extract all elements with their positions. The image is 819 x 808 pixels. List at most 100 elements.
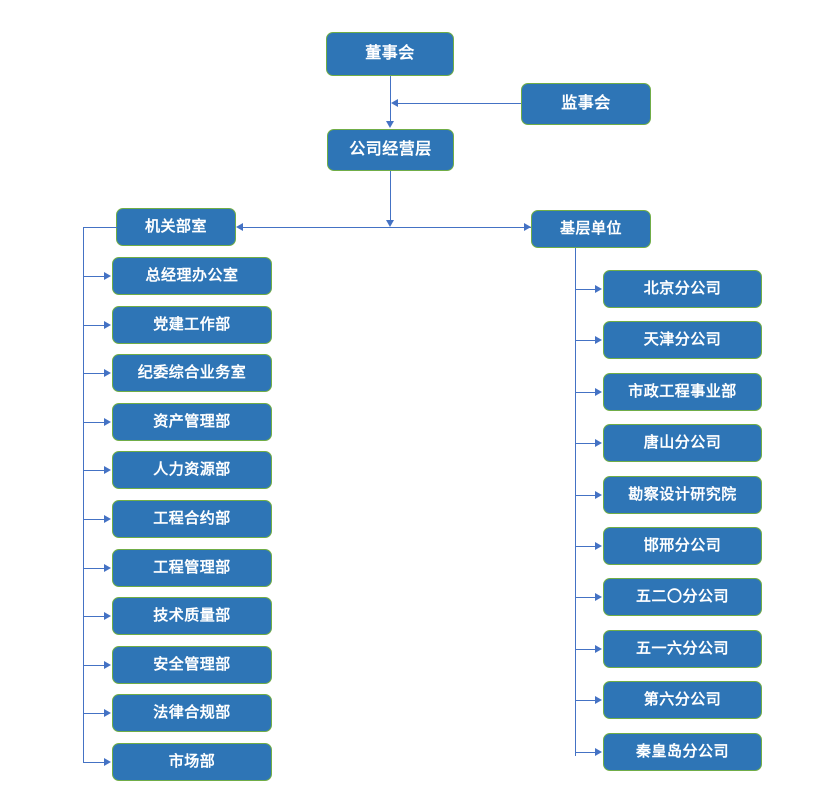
node-management[interactable]: 公司经营层 bbox=[327, 129, 454, 171]
left-item-connector bbox=[83, 713, 105, 714]
right-item-label: 勘察设计研究院 bbox=[628, 486, 737, 503]
left-item-connector bbox=[83, 616, 105, 617]
right-item-connector bbox=[575, 495, 596, 496]
left-item-label: 安全管理部 bbox=[153, 656, 231, 673]
left-item-10[interactable]: 市场部 bbox=[112, 743, 272, 781]
right-item-label: 秦皇岛分公司 bbox=[635, 743, 729, 760]
left-item-arrow bbox=[104, 272, 111, 280]
right-item-connector bbox=[575, 752, 596, 753]
right-item-connector bbox=[575, 597, 596, 598]
left-item-6[interactable]: 工程管理部 bbox=[112, 549, 272, 587]
left-item-arrow bbox=[104, 758, 111, 766]
left-item-label: 人力资源部 bbox=[153, 461, 231, 478]
left-item-connector bbox=[83, 422, 105, 423]
left-item-connector bbox=[83, 762, 105, 763]
right-item-arrow bbox=[595, 336, 602, 344]
right-item-label: 五一六分公司 bbox=[635, 640, 729, 657]
right-item-arrow bbox=[595, 388, 602, 396]
left-item-4[interactable]: 人力资源部 bbox=[112, 451, 272, 489]
left-item-connector bbox=[83, 519, 105, 520]
right-item-arrow bbox=[595, 439, 602, 447]
right-item-arrow bbox=[595, 696, 602, 704]
node-grassroots-header[interactable]: 基层单位 bbox=[531, 210, 651, 248]
right-item-arrow bbox=[595, 748, 602, 756]
node-board-label: 董事会 bbox=[365, 45, 415, 62]
node-supervisors[interactable]: 监事会 bbox=[521, 83, 651, 125]
node-grassroots-header-label: 基层单位 bbox=[559, 220, 622, 237]
right-item-label: 唐山分公司 bbox=[643, 434, 722, 451]
connector-left-spine bbox=[83, 227, 84, 762]
connector-board-to-management bbox=[390, 76, 391, 122]
right-item-connector bbox=[575, 443, 596, 444]
left-item-3[interactable]: 资产管理部 bbox=[112, 403, 272, 441]
left-item-2[interactable]: 纪委综合业务室 bbox=[112, 354, 272, 392]
left-item-label: 工程合约部 bbox=[153, 510, 231, 527]
right-item-label: 北京分公司 bbox=[643, 280, 722, 297]
right-item-label: 市政工程事业部 bbox=[628, 383, 737, 400]
connector-supervisors-to-board bbox=[398, 103, 521, 104]
left-item-label: 党建工作部 bbox=[153, 316, 231, 333]
arrow-supervisors-to-board bbox=[391, 99, 398, 107]
right-item-2[interactable]: 市政工程事业部 bbox=[603, 373, 762, 411]
right-item-9[interactable]: 秦皇岛分公司 bbox=[603, 733, 762, 771]
right-item-7[interactable]: 五一六分公司 bbox=[603, 630, 762, 668]
right-item-connector bbox=[575, 546, 596, 547]
left-item-arrow bbox=[104, 661, 111, 669]
left-item-9[interactable]: 法律合规部 bbox=[112, 694, 272, 732]
left-item-5[interactable]: 工程合约部 bbox=[112, 500, 272, 538]
right-item-8[interactable]: 第六分公司 bbox=[603, 681, 762, 719]
connector-departments-stub bbox=[83, 227, 117, 228]
left-item-connector bbox=[83, 665, 105, 666]
arrow-to-grassroots bbox=[524, 223, 531, 231]
right-item-3[interactable]: 唐山分公司 bbox=[603, 424, 762, 462]
left-item-label: 法律合规部 bbox=[153, 704, 231, 721]
left-item-arrow bbox=[104, 564, 111, 572]
left-item-arrow bbox=[104, 321, 111, 329]
node-management-label: 公司经营层 bbox=[349, 141, 432, 158]
right-item-label: 邯邢分公司 bbox=[643, 537, 722, 554]
left-item-connector bbox=[83, 325, 105, 326]
right-item-arrow bbox=[595, 542, 602, 550]
right-item-arrow bbox=[595, 645, 602, 653]
left-item-connector bbox=[83, 470, 105, 471]
arrow-board-to-management bbox=[386, 121, 394, 128]
left-item-arrow bbox=[104, 515, 111, 523]
left-item-1[interactable]: 党建工作部 bbox=[112, 306, 272, 344]
right-item-connector bbox=[575, 340, 596, 341]
right-item-arrow bbox=[595, 491, 602, 499]
right-item-4[interactable]: 勘察设计研究院 bbox=[603, 476, 762, 514]
right-item-connector bbox=[575, 649, 596, 650]
node-supervisors-label: 监事会 bbox=[561, 95, 611, 112]
left-item-label: 技术质量部 bbox=[153, 607, 231, 624]
right-item-6[interactable]: 五二〇分公司 bbox=[603, 578, 762, 616]
left-item-arrow bbox=[104, 418, 111, 426]
left-item-0[interactable]: 总经理办公室 bbox=[112, 257, 272, 295]
node-departments-header-label: 机关部室 bbox=[144, 218, 207, 235]
left-item-8[interactable]: 安全管理部 bbox=[112, 646, 272, 684]
node-departments-header[interactable]: 机关部室 bbox=[116, 208, 236, 246]
right-item-label: 第六分公司 bbox=[643, 691, 722, 708]
left-item-arrow bbox=[104, 612, 111, 620]
left-item-label: 纪委综合业务室 bbox=[137, 364, 247, 381]
right-item-connector bbox=[575, 700, 596, 701]
left-item-label: 工程管理部 bbox=[153, 559, 231, 576]
right-item-0[interactable]: 北京分公司 bbox=[603, 270, 762, 308]
left-item-connector bbox=[83, 373, 105, 374]
left-item-arrow bbox=[104, 709, 111, 717]
right-item-connector bbox=[575, 289, 596, 290]
connector-level2-bar bbox=[243, 227, 531, 228]
left-item-label: 资产管理部 bbox=[153, 413, 231, 430]
left-item-7[interactable]: 技术质量部 bbox=[112, 597, 272, 635]
left-item-label: 总经理办公室 bbox=[145, 267, 239, 284]
node-board[interactable]: 董事会 bbox=[326, 32, 454, 76]
right-item-arrow bbox=[595, 285, 602, 293]
right-item-arrow bbox=[595, 593, 602, 601]
arrow-management-down bbox=[386, 220, 394, 227]
connector-management-down bbox=[390, 171, 391, 221]
right-item-label: 五二〇分公司 bbox=[635, 588, 729, 605]
left-item-arrow bbox=[104, 369, 111, 377]
right-item-1[interactable]: 天津分公司 bbox=[603, 321, 762, 359]
right-item-5[interactable]: 邯邢分公司 bbox=[603, 527, 762, 565]
left-item-arrow bbox=[104, 466, 111, 474]
right-item-label: 天津分公司 bbox=[643, 331, 722, 348]
